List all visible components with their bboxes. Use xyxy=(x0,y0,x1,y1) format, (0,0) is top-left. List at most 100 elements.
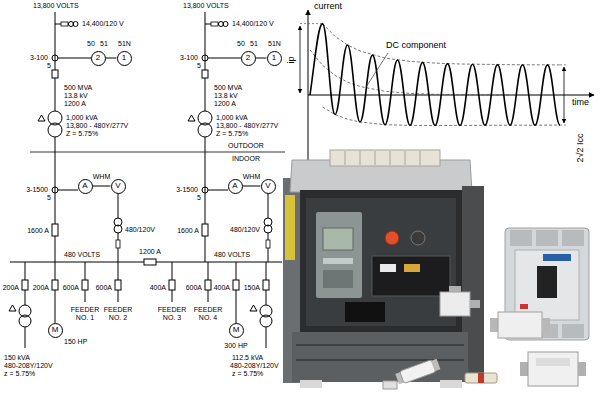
rating-label: 480-208Y/120V xyxy=(230,362,279,370)
rating-label: 480-208Y/120V xyxy=(4,362,53,370)
breaker-symbol xyxy=(233,280,239,290)
transformer-coil xyxy=(260,315,272,327)
rating-label: 200A xyxy=(3,284,19,292)
trip-unit-keys xyxy=(323,258,353,264)
transformer-coil xyxy=(19,315,31,327)
rating-label: 150 kVA xyxy=(4,354,30,362)
outdoor-indoor-boundary xyxy=(30,152,285,153)
circle-outline xyxy=(91,51,105,65)
circle-outline xyxy=(228,179,242,193)
current-transformer xyxy=(202,55,208,61)
circle-outline xyxy=(111,179,125,193)
delta-symbol xyxy=(38,115,45,121)
rating-label: 600A xyxy=(63,284,79,292)
rating-label: z = 5.75% xyxy=(232,370,263,378)
feeder-label: FEEDER NO. 1 xyxy=(69,306,101,321)
meter-relay-circle: A xyxy=(228,179,243,194)
fuse-body xyxy=(400,360,436,384)
transformer-coil xyxy=(198,123,212,137)
rating-label: 50 xyxy=(237,40,245,48)
rating-label: 480 VOLTS xyxy=(64,251,100,259)
meter-relay-circle: 1 xyxy=(267,51,282,66)
chart-label: ip xyxy=(287,56,297,63)
meter-relay-circle: 2 xyxy=(241,51,256,66)
status-indicator xyxy=(404,264,420,272)
current-transformer xyxy=(52,187,58,193)
mccb-handle xyxy=(537,266,557,298)
transformer-coil xyxy=(48,123,62,137)
rating-label: 14,400/120 V xyxy=(82,20,124,28)
fuses-photo xyxy=(383,286,586,389)
rating-label: 13.8 kV xyxy=(64,92,88,100)
rating-label: 600A xyxy=(96,284,112,292)
chart-label: current xyxy=(314,2,342,12)
rating-label: 5 xyxy=(197,194,201,202)
breaker-side-plate xyxy=(285,195,295,260)
potential-transformer xyxy=(73,22,78,27)
rating-label: 1200 A xyxy=(64,100,86,108)
breaker-symbol xyxy=(52,280,58,290)
steady-amplitude-arrow xyxy=(564,67,565,123)
delta-symbol xyxy=(9,305,16,311)
rating-label: 3-100 xyxy=(30,54,48,62)
cradle-rails xyxy=(296,345,464,360)
time-axis xyxy=(308,95,594,96)
fuse-cap xyxy=(542,318,550,332)
meter-relay-circle: V xyxy=(261,179,276,194)
current-transformer xyxy=(52,55,58,61)
rating-label: 51N xyxy=(268,40,281,48)
rating-label: 500 MVA xyxy=(214,84,242,92)
breaker-symbol xyxy=(144,259,156,265)
symbol-letter: M xyxy=(233,326,240,334)
peak-arrow xyxy=(300,26,301,93)
rating-label: INDOOR xyxy=(232,155,260,163)
rating-label: 51 xyxy=(100,40,108,48)
rating-label: 13,800 - 480Y/277V xyxy=(216,122,278,130)
meter-relay-circle: V xyxy=(111,179,126,194)
status-indicator xyxy=(380,264,396,272)
rating-label: 51 xyxy=(250,40,258,48)
rating-label: 50 xyxy=(87,40,95,48)
one-line-wiring xyxy=(10,12,282,348)
cradle-foot xyxy=(300,380,322,388)
symbol-letter: 1 xyxy=(272,54,276,62)
fuse-symbol xyxy=(211,22,218,26)
fuse-body xyxy=(465,373,497,383)
fuse-symbol xyxy=(266,240,270,248)
rating-label: 3-1500 xyxy=(176,186,198,194)
steady-guide xyxy=(560,125,568,126)
rating-label: 150A xyxy=(244,284,260,292)
mccb-label xyxy=(543,254,571,261)
circle-outline xyxy=(117,51,131,65)
rating-label: 13,800 - 480Y/277V xyxy=(66,122,128,130)
rating-label: 5 xyxy=(197,62,201,70)
chart-label: 2√2 Icc xyxy=(575,134,585,163)
breaker-terminal-block xyxy=(330,150,440,166)
rating-label: 1600 A xyxy=(177,227,199,235)
short-circuit-waveform xyxy=(310,24,560,126)
chart-label: time xyxy=(572,98,589,108)
circle-outline xyxy=(48,323,62,337)
mccb-indicator xyxy=(520,304,528,309)
symbol-letter: 1 xyxy=(122,54,126,62)
rating-label: 500 MVA xyxy=(64,84,92,92)
air-circuit-breaker-photo xyxy=(283,150,484,388)
mccb-front xyxy=(515,250,579,320)
trip-unit xyxy=(316,212,362,298)
fuse-body xyxy=(528,352,578,386)
rating-label: 3-100 xyxy=(180,54,198,62)
fuse-tab xyxy=(449,286,461,292)
meter-label: WHM xyxy=(93,173,111,181)
symbol-letter: 2 xyxy=(96,54,100,62)
chart-label: DC component xyxy=(386,41,446,51)
meter-label: WHM xyxy=(243,173,261,181)
potential-transformer xyxy=(114,225,122,233)
rating-label: 51N xyxy=(118,40,131,48)
feeder-label: FEEDER NO. 4 xyxy=(192,306,224,321)
symbol-letter: V xyxy=(265,182,270,190)
meter-wire xyxy=(93,186,111,187)
steady-guide xyxy=(560,64,568,65)
feeder-label: FEEDER NO. 3 xyxy=(156,306,188,321)
